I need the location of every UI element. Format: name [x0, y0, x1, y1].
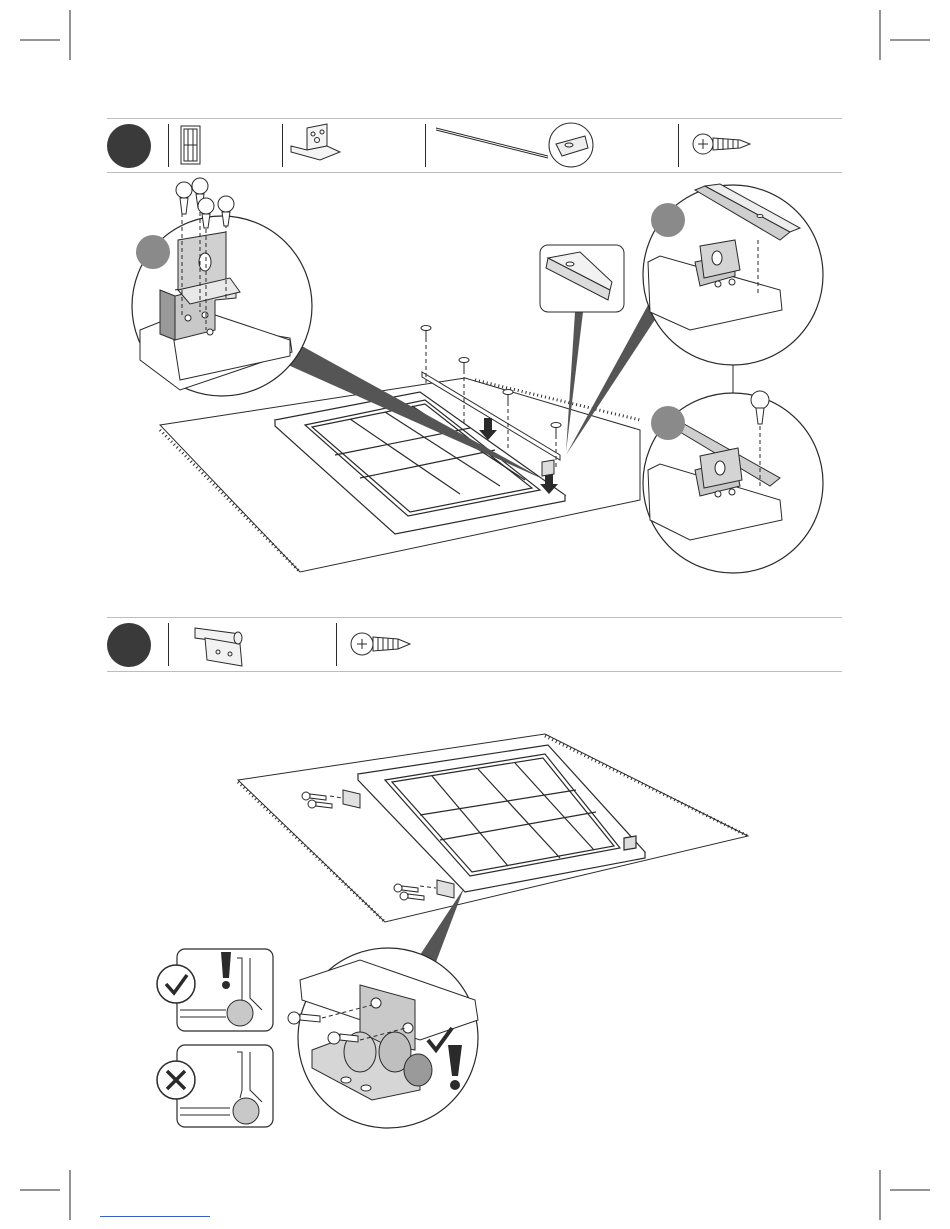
footer-rule [100, 1216, 210, 1217]
hinge-closeup [288, 948, 478, 1128]
cross-icon [157, 1061, 195, 1099]
check-icon [157, 965, 195, 1003]
exclamation-icon [221, 952, 231, 989]
